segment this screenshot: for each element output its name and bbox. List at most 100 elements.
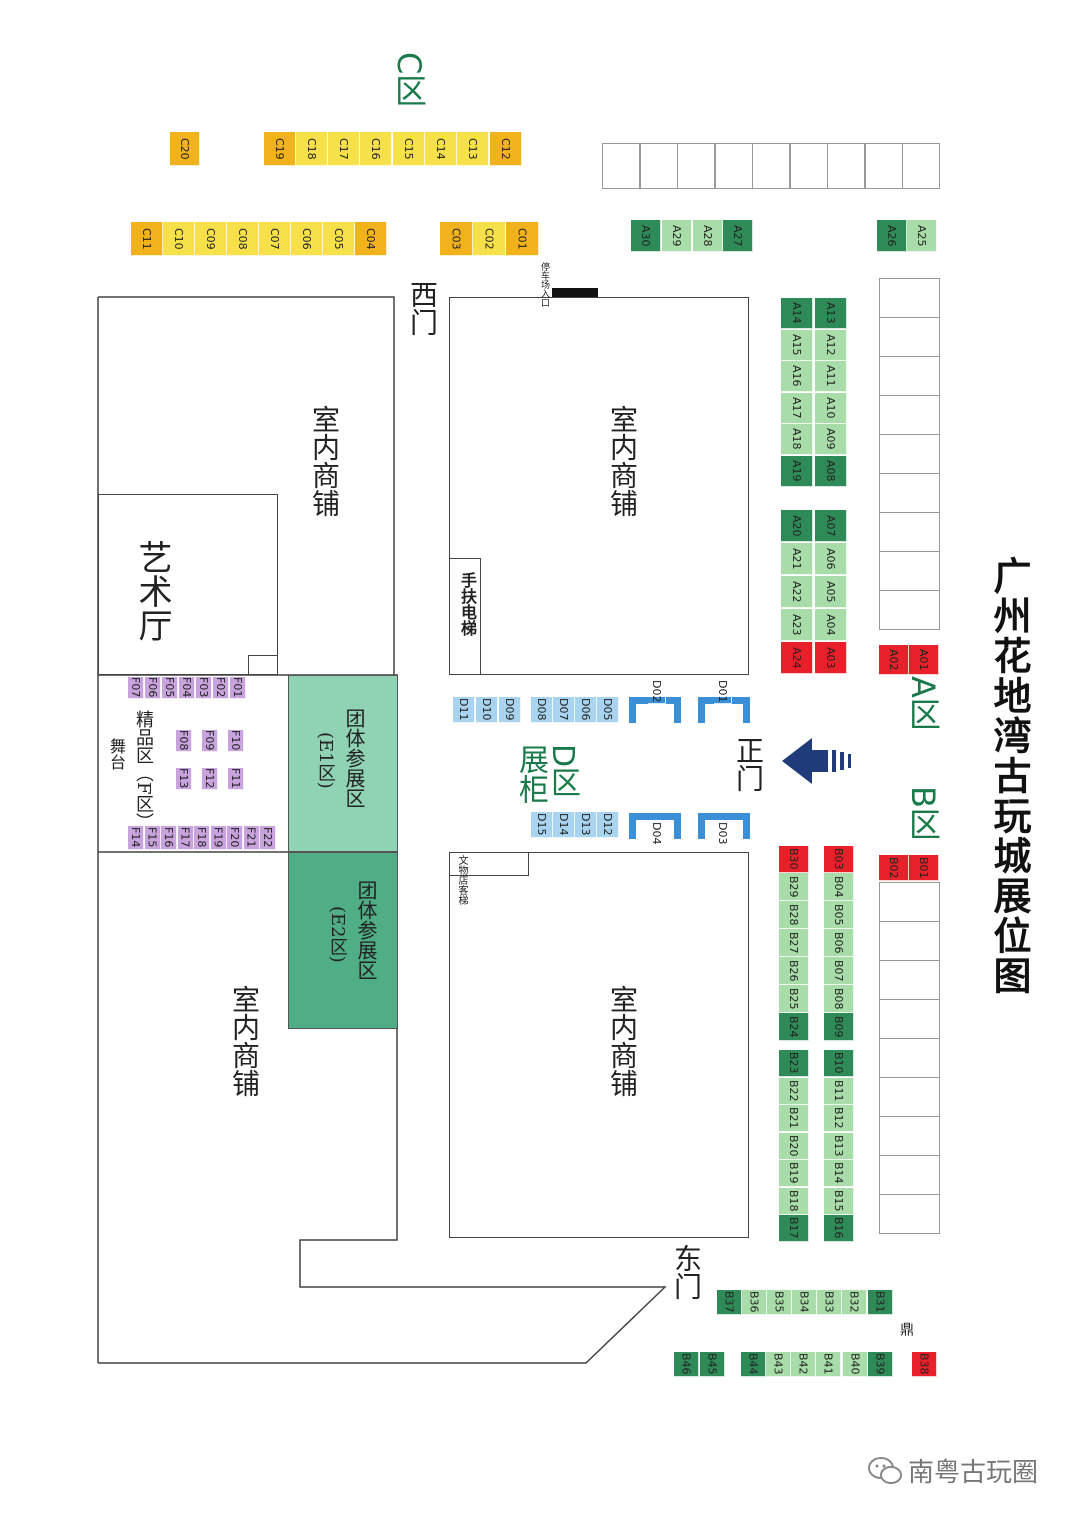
- booth-a10[interactable]: A10: [815, 392, 847, 424]
- booth-a06[interactable]: A06: [815, 543, 847, 575]
- booth-b31[interactable]: B31: [868, 1290, 893, 1315]
- booth-a30[interactable]: A30: [631, 220, 661, 252]
- booth-b07[interactable]: B07: [824, 957, 854, 985]
- booth-f13[interactable]: F13: [176, 768, 192, 790]
- booth-c13[interactable]: C13: [457, 132, 489, 166]
- booth-a11[interactable]: A11: [815, 361, 847, 392]
- booth-b11[interactable]: B11: [824, 1077, 854, 1105]
- booth-f17[interactable]: F17: [177, 826, 194, 850]
- booth-c15[interactable]: C15: [393, 132, 425, 166]
- booth-c12[interactable]: C12: [490, 132, 522, 166]
- booth-d11[interactable]: D11: [453, 697, 475, 723]
- booth-c09[interactable]: C09: [195, 222, 227, 256]
- booth-a04[interactable]: A04: [815, 609, 847, 641]
- booth-b29[interactable]: B29: [779, 873, 809, 901]
- cabinet-d04[interactable]: [629, 813, 681, 839]
- booth-b41[interactable]: B41: [816, 1352, 841, 1377]
- booth-a29[interactable]: A29: [662, 220, 692, 252]
- booth-b08[interactable]: B08: [824, 985, 854, 1013]
- booth-d10[interactable]: D10: [476, 697, 498, 723]
- cabinet-d01[interactable]: [698, 697, 750, 723]
- booth-c11[interactable]: C11: [131, 222, 163, 256]
- booth-b27[interactable]: B27: [779, 929, 809, 957]
- booth-f22[interactable]: F22: [260, 826, 276, 850]
- booth-d05[interactable]: D05: [597, 697, 619, 723]
- booth-c20[interactable]: C20: [170, 132, 200, 166]
- booth-c07[interactable]: C07: [259, 222, 291, 256]
- booth-b42[interactable]: B42: [791, 1352, 816, 1377]
- booth-a12[interactable]: A12: [815, 329, 847, 361]
- booth-c06[interactable]: C06: [291, 222, 323, 256]
- booth-c05[interactable]: C05: [323, 222, 355, 256]
- booth-b36[interactable]: B36: [742, 1290, 767, 1315]
- booth-a28[interactable]: A28: [693, 220, 723, 252]
- booth-a15[interactable]: A15: [781, 329, 813, 361]
- booth-b14[interactable]: B14: [824, 1160, 854, 1187]
- booth-d07[interactable]: D07: [553, 697, 575, 723]
- booth-f06[interactable]: F06: [145, 677, 161, 699]
- booth-d02[interactable]: D02: [648, 680, 666, 704]
- booth-b06[interactable]: B06: [824, 929, 854, 957]
- booth-f01[interactable]: F01: [230, 677, 246, 699]
- booth-a25[interactable]: A25: [907, 220, 937, 252]
- booth-b09[interactable]: B09: [824, 1013, 854, 1041]
- booth-b17[interactable]: B17: [779, 1215, 809, 1242]
- booth-b35[interactable]: B35: [767, 1290, 792, 1315]
- e2-zone[interactable]: [288, 852, 398, 1029]
- booth-d01[interactable]: D01: [714, 680, 732, 704]
- booth-f02[interactable]: F02: [213, 677, 229, 699]
- booth-b40[interactable]: B40: [843, 1352, 868, 1377]
- booth-f05[interactable]: F05: [162, 677, 178, 699]
- booth-b21[interactable]: B21: [779, 1105, 809, 1132]
- booth-b45[interactable]: B45: [700, 1352, 725, 1377]
- booth-a27[interactable]: A27: [723, 220, 753, 252]
- booth-c17[interactable]: C17: [328, 132, 360, 166]
- booth-d15[interactable]: D15: [531, 812, 553, 838]
- booth-c19[interactable]: C19: [264, 132, 296, 166]
- booth-b33[interactable]: B33: [817, 1290, 842, 1315]
- booth-a26[interactable]: A26: [877, 220, 907, 252]
- booth-f16[interactable]: F16: [161, 826, 177, 850]
- booth-f04[interactable]: F04: [179, 677, 195, 699]
- booth-a20[interactable]: A20: [781, 510, 813, 542]
- booth-f11[interactable]: F11: [228, 768, 244, 790]
- booth-b20[interactable]: B20: [779, 1132, 809, 1160]
- booth-c02[interactable]: C02: [473, 222, 506, 256]
- booth-b46[interactable]: B46: [674, 1352, 699, 1377]
- booth-f14[interactable]: F14: [128, 826, 144, 850]
- booth-b34[interactable]: B34: [792, 1290, 817, 1315]
- booth-a09[interactable]: A09: [815, 424, 847, 455]
- booth-f20[interactable]: F20: [227, 826, 243, 850]
- booth-b05[interactable]: B05: [824, 901, 854, 929]
- booth-b19[interactable]: B19: [779, 1160, 809, 1187]
- booth-a02[interactable]: A02: [879, 645, 909, 675]
- booth-b01[interactable]: B01: [909, 855, 939, 881]
- booth-c01[interactable]: C01: [506, 222, 539, 256]
- booth-a21[interactable]: A21: [781, 543, 813, 575]
- booth-c14[interactable]: C14: [425, 132, 457, 166]
- booth-f08[interactable]: F08: [176, 730, 192, 752]
- booth-b38[interactable]: B38: [912, 1352, 937, 1377]
- booth-d09[interactable]: D09: [499, 697, 521, 723]
- booth-c16[interactable]: C16: [360, 132, 392, 166]
- booth-b30[interactable]: B30: [779, 846, 809, 873]
- booth-c18[interactable]: C18: [296, 132, 328, 166]
- cabinet-d02[interactable]: [629, 697, 681, 723]
- booth-c08[interactable]: C08: [227, 222, 259, 256]
- booth-b13[interactable]: B13: [824, 1132, 854, 1160]
- booth-a22[interactable]: A22: [781, 576, 813, 608]
- booth-d13[interactable]: D13: [575, 812, 597, 838]
- booth-b15[interactable]: B15: [824, 1187, 854, 1215]
- booth-a05[interactable]: A05: [815, 576, 847, 608]
- booth-b18[interactable]: B18: [779, 1187, 809, 1215]
- booth-b39[interactable]: B39: [868, 1352, 893, 1377]
- booth-a18[interactable]: A18: [781, 424, 813, 455]
- booth-b23[interactable]: B23: [779, 1050, 809, 1077]
- booth-b02[interactable]: B02: [879, 855, 909, 881]
- booth-a01[interactable]: A01: [909, 645, 939, 675]
- booth-d04[interactable]: D04: [648, 822, 666, 846]
- booth-f09[interactable]: F09: [202, 730, 218, 752]
- booth-d06[interactable]: D06: [575, 697, 597, 723]
- booth-a07[interactable]: A07: [815, 510, 847, 542]
- booth-a24[interactable]: A24: [781, 642, 813, 674]
